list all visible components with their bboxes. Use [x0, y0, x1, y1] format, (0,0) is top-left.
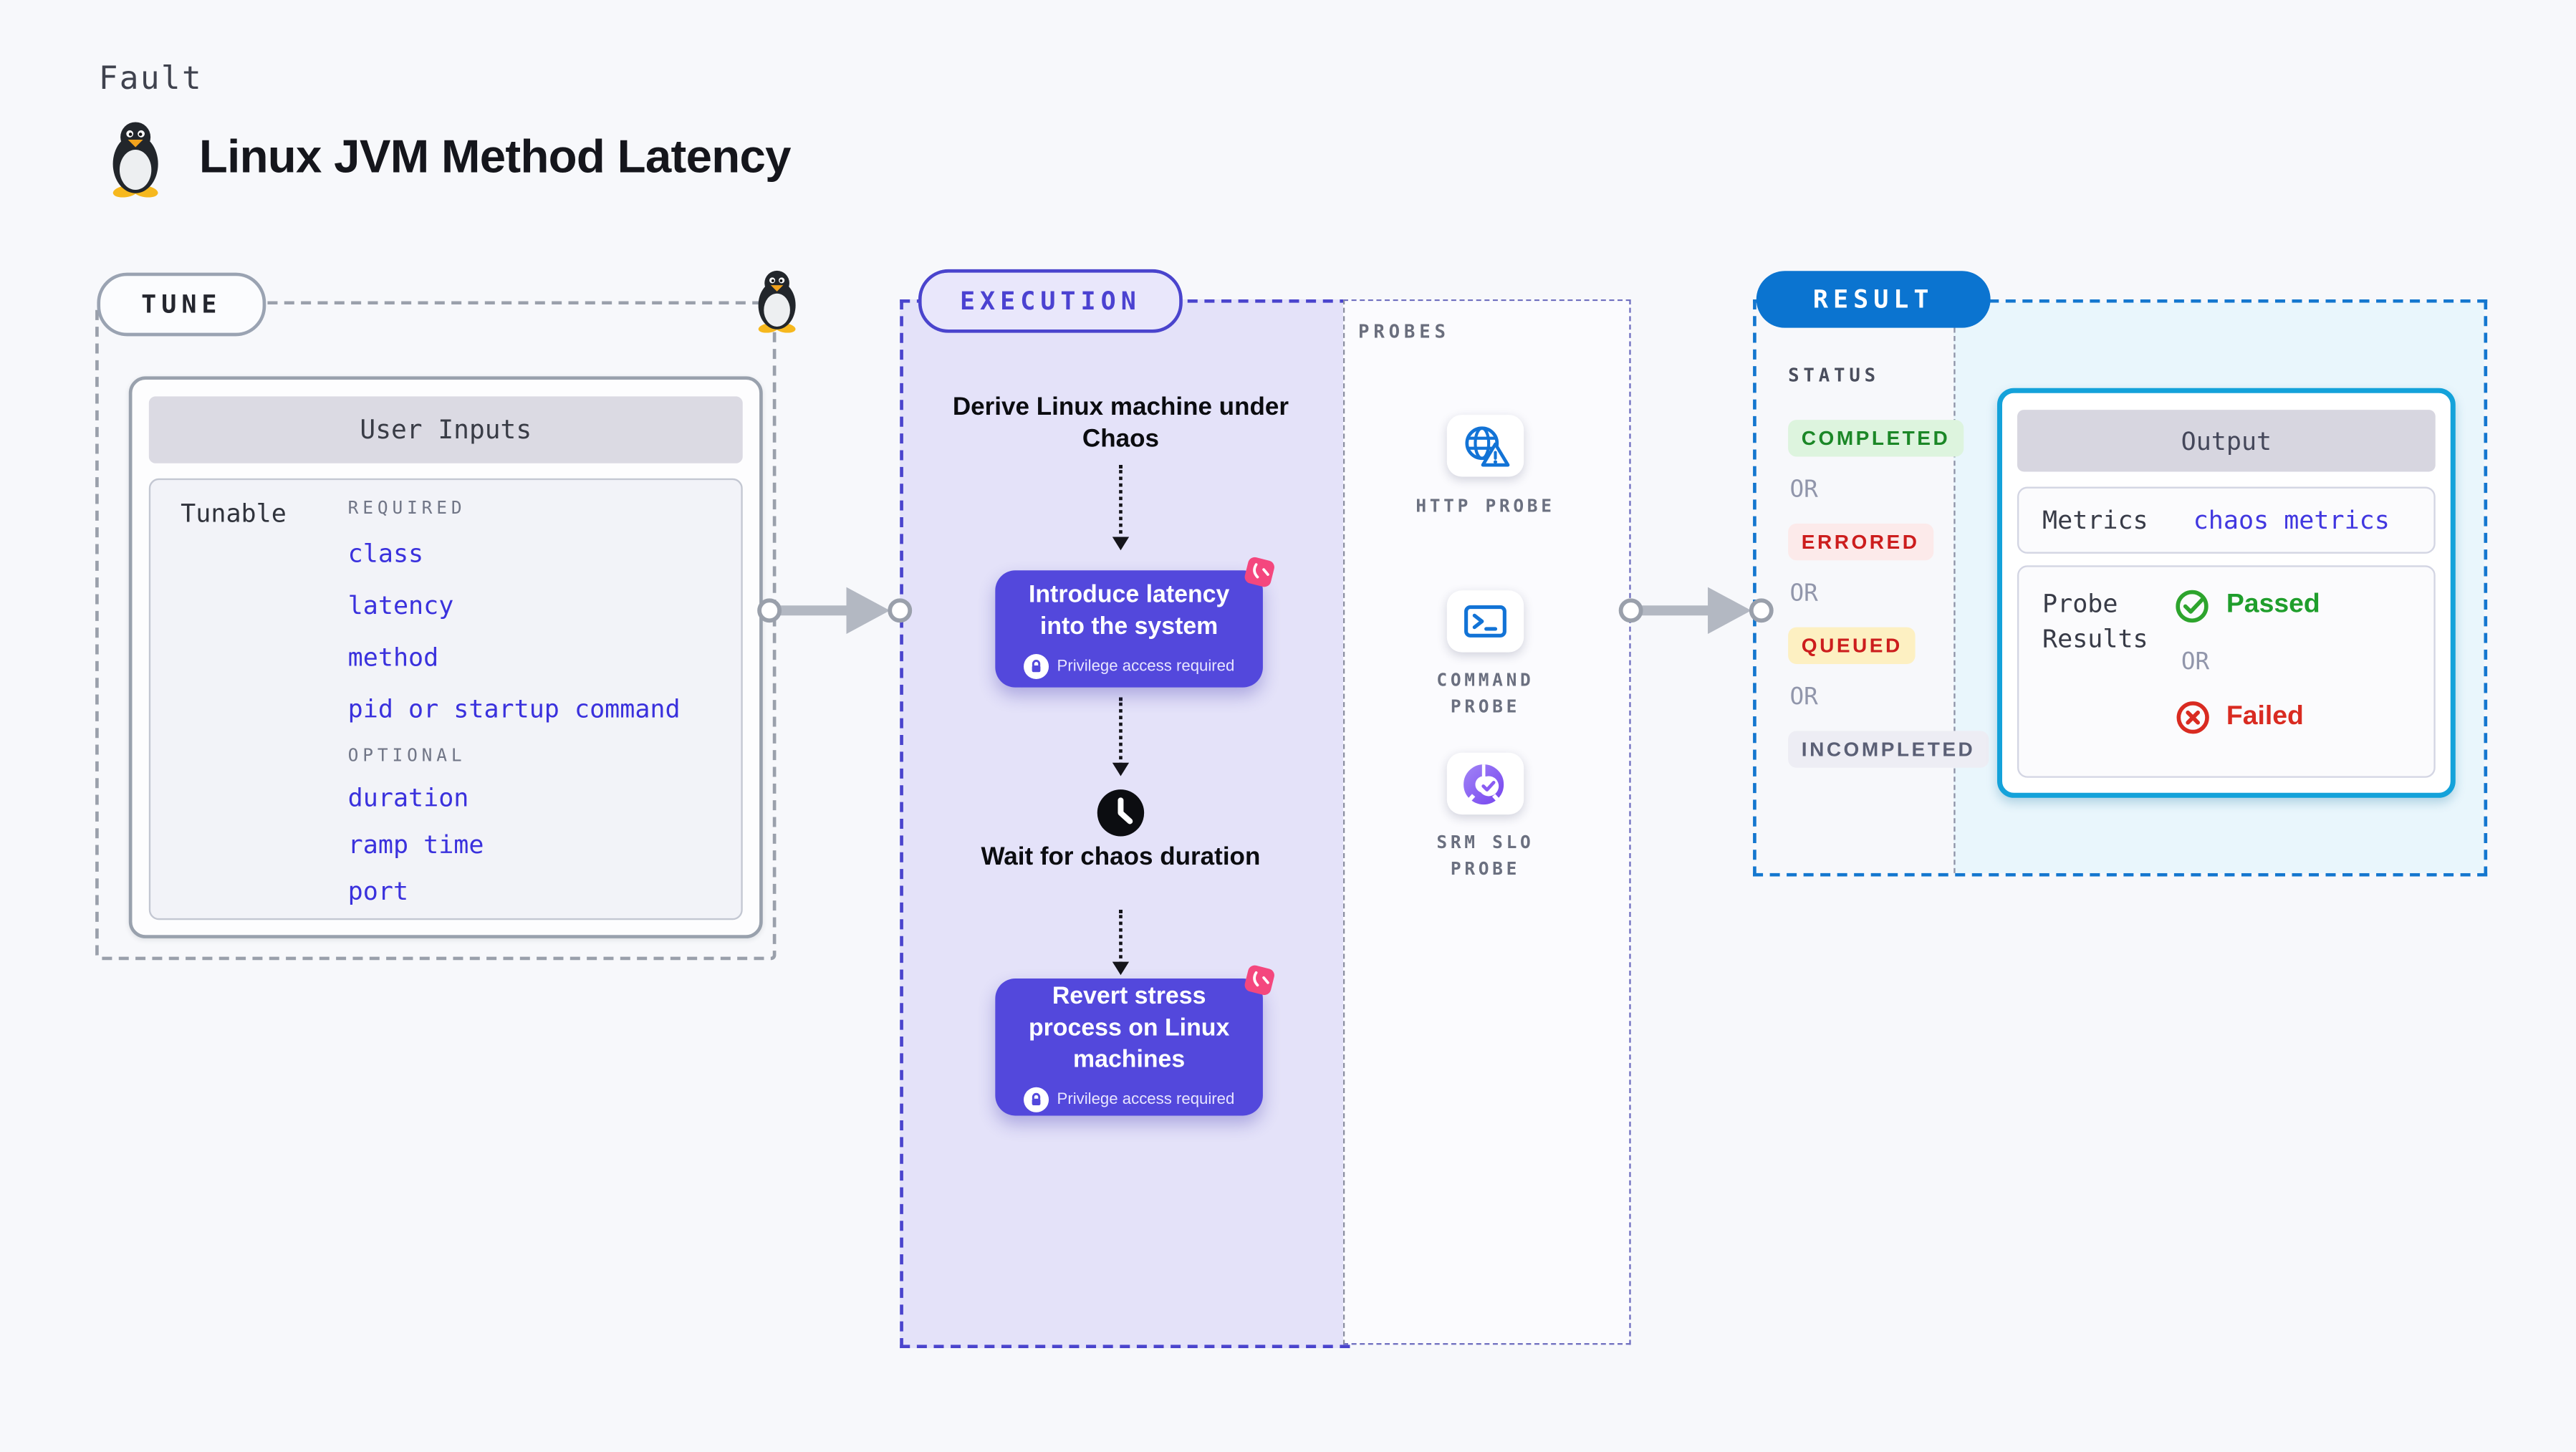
x-circle-icon: [2176, 701, 2209, 734]
http-probe-card[interactable]: [1446, 415, 1524, 477]
field-link-method[interactable]: method: [347, 642, 439, 673]
field-link-latency[interactable]: latency: [347, 590, 454, 621]
check-circle-icon: [2176, 590, 2209, 623]
required-label: REQUIRED: [347, 498, 466, 519]
result-pill: RESULT: [1756, 271, 1991, 328]
output-card: Output Metrics chaos metrics Probe Resul…: [1996, 388, 2456, 798]
probe-results-label: Probe Results: [2042, 588, 2148, 654]
chaos-step-card-revert: Revert stress process on Linux machines …: [995, 965, 1274, 1116]
metrics-row: Metrics chaos metrics: [2017, 486, 2436, 554]
output-header: Output: [2017, 410, 2436, 472]
page-title: Linux JVM Method Latency: [198, 130, 792, 183]
field-link-pid[interactable]: pid or startup command: [347, 694, 681, 725]
srm-slo-probe-label: SRM SLO PROBE: [1436, 832, 1534, 880]
field-link-port[interactable]: port: [347, 876, 409, 907]
or-label: OR: [1789, 684, 1818, 711]
status-badge-completed: COMPLETED: [1788, 420, 1964, 457]
dotted-connector: [1112, 697, 1130, 777]
user-inputs-header: User Inputs: [148, 396, 743, 463]
user-inputs-card: User Inputs Tunable REQUIRED class laten…: [128, 376, 763, 938]
field-link-ramp-time[interactable]: ramp time: [347, 830, 484, 860]
failed-verdict: Failed: [2175, 699, 2320, 736]
execution-to-result-arrow: [1618, 587, 1774, 634]
passed-verdict: Passed: [2175, 587, 2320, 624]
fault-label: Fault: [98, 60, 203, 97]
privilege-label: Privilege access required: [1057, 656, 1235, 675]
tune-section: [95, 301, 777, 961]
http-probe-label: HTTP PROBE: [1416, 496, 1555, 517]
failed-label: Failed: [2226, 702, 2304, 731]
probe-results-row: Probe Results Passed OR: [2017, 565, 2436, 778]
chaos-step-title: Introduce latency into the system: [1028, 581, 1230, 640]
command-probe-label: COMMAND PROBE: [1436, 670, 1534, 718]
status-badge-queued: QUEUED: [1788, 627, 1916, 664]
dotted-connector: [1112, 910, 1130, 976]
command-probe-icon: [1464, 604, 1506, 637]
field-link-class[interactable]: class: [347, 538, 424, 569]
chaos-step-card-introduce: Introduce latency into the system Privil…: [995, 557, 1274, 688]
or-label: OR: [1789, 580, 1818, 607]
optional-label: OPTIONAL: [347, 746, 466, 766]
srm-slo-probe-icon: [1464, 763, 1504, 804]
field-link-duration[interactable]: duration: [347, 782, 469, 813]
or-label: OR: [1789, 476, 1818, 504]
or-label: OR: [2181, 648, 2210, 676]
chaos-experiment-icon: [1244, 557, 1274, 587]
step-wait-text: Wait for chaos duration: [981, 842, 1261, 872]
probes-label: PROBES: [1358, 321, 1450, 343]
http-probe-icon: [1465, 425, 1510, 466]
lock-icon: [1023, 653, 1049, 678]
privilege-label: Privilege access required: [1057, 1090, 1235, 1110]
command-probe-card[interactable]: [1446, 590, 1524, 653]
privilege-badge: Privilege access required: [1023, 653, 1235, 678]
tune-to-execution-arrow: [757, 587, 913, 634]
chaos-experiment-icon: [1244, 965, 1274, 995]
result-section: STATUS COMPLETED OR ERRORED OR QUEUED OR…: [1753, 299, 2488, 877]
tunable-label: Tunable: [181, 498, 287, 529]
lock-icon: [1023, 1087, 1049, 1112]
chaos-step-title: Revert stress process on Linux machines: [1028, 983, 1230, 1074]
status-badge-incompleted: INCOMPLETED: [1788, 731, 1989, 768]
execution-pill: EXECUTION: [918, 269, 1183, 333]
privilege-badge: Privilege access required: [1023, 1087, 1235, 1112]
clock-icon: [1097, 789, 1145, 837]
user-inputs-panel: Tunable REQUIRED class latency method pi…: [148, 478, 743, 920]
dotted-connector: [1112, 465, 1130, 551]
passed-label: Passed: [2226, 590, 2320, 619]
metrics-value-link[interactable]: chaos metrics: [2193, 505, 2390, 536]
tux-icon: [112, 122, 158, 198]
tune-pill: TUNE: [97, 272, 266, 337]
tux-icon: [758, 270, 796, 333]
status-label: STATUS: [1788, 365, 1880, 387]
status-column: STATUS COMPLETED OR ERRORED OR QUEUED OR…: [1788, 365, 1989, 768]
srm-slo-probe-card[interactable]: [1446, 752, 1524, 815]
step-derive-text: Derive Linux machine under Chaos: [952, 393, 1289, 453]
metrics-label: Metrics: [2042, 505, 2148, 536]
status-badge-errored: ERRORED: [1788, 523, 1933, 561]
